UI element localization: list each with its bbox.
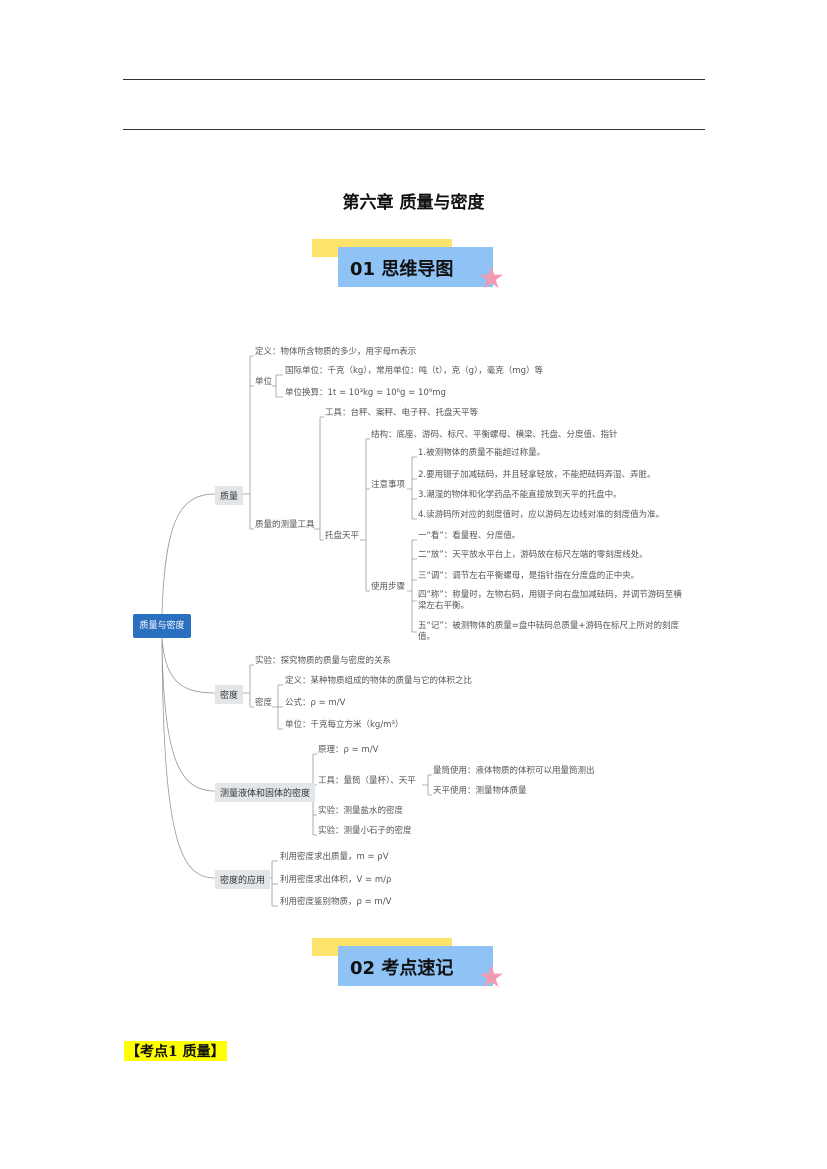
density-sub: 密度 (255, 698, 273, 708)
balance: 托盘天平 (325, 531, 360, 541)
step-item: 一“看”：看量程、分度值。 (418, 531, 521, 541)
density-unit: 单位：千克每立方米（kg/m³） (285, 720, 404, 730)
measure-tools: 工具：量筒（量杯）、天平 (318, 776, 416, 786)
node-mass: 质量 (215, 486, 244, 505)
note-item: 1.被测物体的质量不能超过称量。 (418, 448, 546, 458)
star-icon: ★ (478, 261, 505, 296)
section-banner-mindmap: 01 思维导图 ★ (312, 239, 512, 309)
note-item: 3.潮湿的物体和化学药品不能直接放到天平的托盘中。 (418, 490, 622, 500)
header-rule (123, 79, 705, 80)
step-item: 三“调”：调节左右平衡螺母，是指针指在分度盘的正中央。 (418, 571, 640, 581)
mass-tools-list: 工具：台秤、案秤、电子秤、托盘天平等 (325, 408, 479, 418)
density-definition: 定义：某种物质组成的物体的质量与它的体积之比 (285, 676, 473, 686)
note-item: 2.要用镊子加减砝码，并且轻拿轻放，不能把砝码弄湿、弄脏。 (418, 470, 656, 480)
section-banner-keypoints: 02 考点速记 ★ (312, 938, 512, 1008)
chapter-title: 第六章 质量与密度 (342, 193, 485, 213)
mass-tools: 质量的测量工具 (255, 520, 315, 530)
step-item: 二“放”：天平放水平台上，游码放在标尺左端的零刻度线处。 (418, 550, 648, 560)
header-rule (123, 129, 705, 130)
mass-unit-si: 国际单位：千克（kg），常用单位：吨（t），克（g），毫克（mg）等 (285, 366, 543, 376)
measure-experiment: 实验：测量盐水的密度 (318, 806, 404, 816)
step-item: 五“记”：被测物体的质量=盘中砝码总质量+游码在标尺上所对的刻度值。 (418, 621, 680, 642)
banner-label: 01 思维导图 (350, 259, 454, 280)
mindmap-root: 质量与密度 (133, 614, 191, 638)
application-item: 利用密度求出体积，V = m/ρ (280, 875, 392, 885)
mass-unit-conversion: 单位换算：1t = 10³kg = 10⁶g = 10⁹mg (285, 388, 446, 398)
density-experiment: 实验：探究物质的质量与密度的关系 (255, 656, 392, 666)
note-item: 4.读游码所对应的刻度值时，应以游码左边线对准的刻度值为准。 (418, 510, 665, 520)
cylinder-use: 量筒使用：液体物质的体积可以用量筒测出 (433, 766, 595, 776)
node-measure-density: 测量液体和固体的密度 (215, 783, 316, 802)
balance-use: 天平使用：测量物体质量 (433, 786, 527, 796)
balance-structure: 结构：底座、游码、标尺、平衡螺母、横梁、托盘、分度值、指针 (371, 430, 618, 440)
measure-experiment: 实验：测量小石子的密度 (318, 826, 412, 836)
banner-label: 02 考点速记 (350, 958, 454, 979)
step-item: 四“称”：称量时，左物右码，用镊子向右盘加减砝码，并调节游码至横梁左右平衡。 (418, 590, 682, 611)
mass-definition: 定义：物体所含物质的多少，用字母m表示 (255, 347, 417, 357)
balance-steps: 使用步骤 (371, 582, 406, 592)
balance-notes: 注意事项 (371, 480, 406, 490)
application-item: 利用密度求出质量，m = ρV (280, 852, 389, 862)
application-item: 利用密度鉴别物质，ρ = m/V (280, 897, 392, 907)
mass-unit: 单位 (255, 377, 273, 387)
section-tag: 【考点1 质量】 (124, 1041, 227, 1061)
density-formula: 公式：ρ = m/V (285, 698, 346, 708)
star-icon: ★ (478, 960, 505, 995)
node-density-application: 密度的应用 (215, 870, 271, 889)
node-density: 密度 (215, 685, 244, 704)
measure-principle: 原理：ρ = m/V (318, 745, 379, 755)
